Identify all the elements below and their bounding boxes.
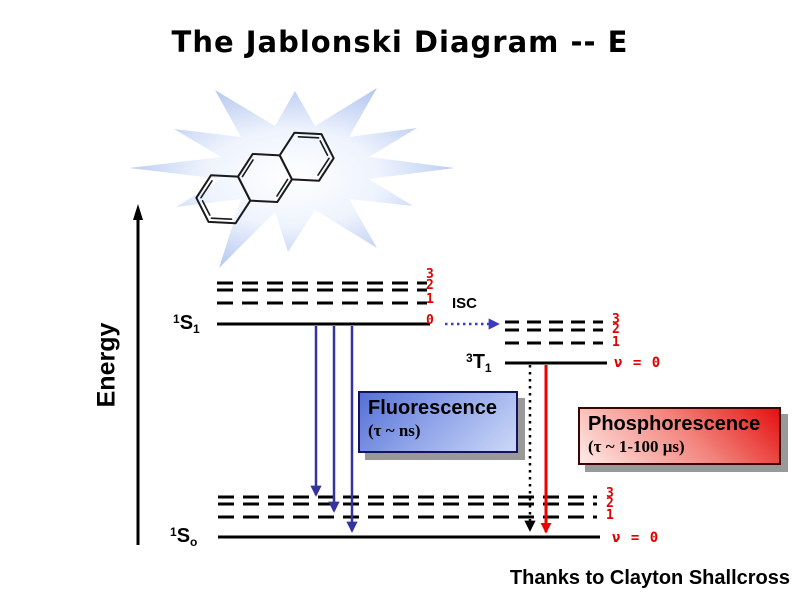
phosphorescence-lifetime: (τ ~ 1-100 μs) (588, 437, 685, 456)
s0-vib-label-3: 3 (606, 486, 614, 501)
s0-vib-label-1: 1 (606, 508, 614, 523)
fluorescence-lifetime: (τ ~ ns) (368, 421, 421, 440)
s1-base: S (179, 312, 194, 334)
t1-state-label: 3T1 (466, 352, 492, 374)
s1-vib-label-3: 3 (426, 267, 434, 282)
s1-subscript: 1 (193, 322, 200, 336)
s0-state-label: 1So (170, 526, 197, 548)
s1-superscript: 1 (173, 312, 180, 326)
t1-vib-label-1: 1 (612, 335, 620, 350)
s0-level-lines (218, 495, 600, 539)
s0-v0-label: ν = 0 (612, 530, 660, 546)
s0-vib-label-2: 2 (606, 496, 614, 511)
energy-axis-label: Energy (92, 322, 121, 408)
energy-axis (133, 204, 143, 545)
s1-vib-label-2: 2 (426, 278, 434, 293)
s0-base: S (176, 525, 191, 547)
isc-label: ISC (452, 295, 478, 312)
s0-subscript: o (190, 535, 198, 549)
phosphorescence-title: Phosphorescence (588, 413, 761, 435)
s1-vib-label-1: 1 (426, 292, 434, 307)
t1-base: T (472, 351, 485, 373)
anthracene-molecule-icon (195, 131, 335, 225)
fluorescence-caption-box: Fluorescence (τ ~ ns) (358, 391, 518, 453)
fluorescence-title: Fluorescence (368, 397, 497, 419)
credit-text: Thanks to Clayton Shallcross (509, 567, 790, 589)
t1-vib-label-2: 2 (612, 322, 620, 337)
phosphorescence-caption-box: Phosphorescence (τ ~ 1-100 μs) (578, 407, 781, 465)
t1-superscript: 3 (466, 351, 473, 365)
t1-subscript: 1 (484, 361, 492, 375)
t1-level-lines (505, 320, 607, 365)
s1-state-label: 1S1 (173, 313, 200, 335)
s0-superscript: 1 (170, 525, 177, 539)
page-title: The Jablonski Diagram -- E (171, 25, 629, 59)
s1-level-lines (217, 281, 430, 326)
fluorescence-arrows (310, 326, 358, 533)
t1-v0-label: ν = 0 (614, 355, 662, 371)
t1-vib-label-3: 3 (612, 312, 620, 327)
s1-vib-label-0: 0 (426, 313, 434, 328)
